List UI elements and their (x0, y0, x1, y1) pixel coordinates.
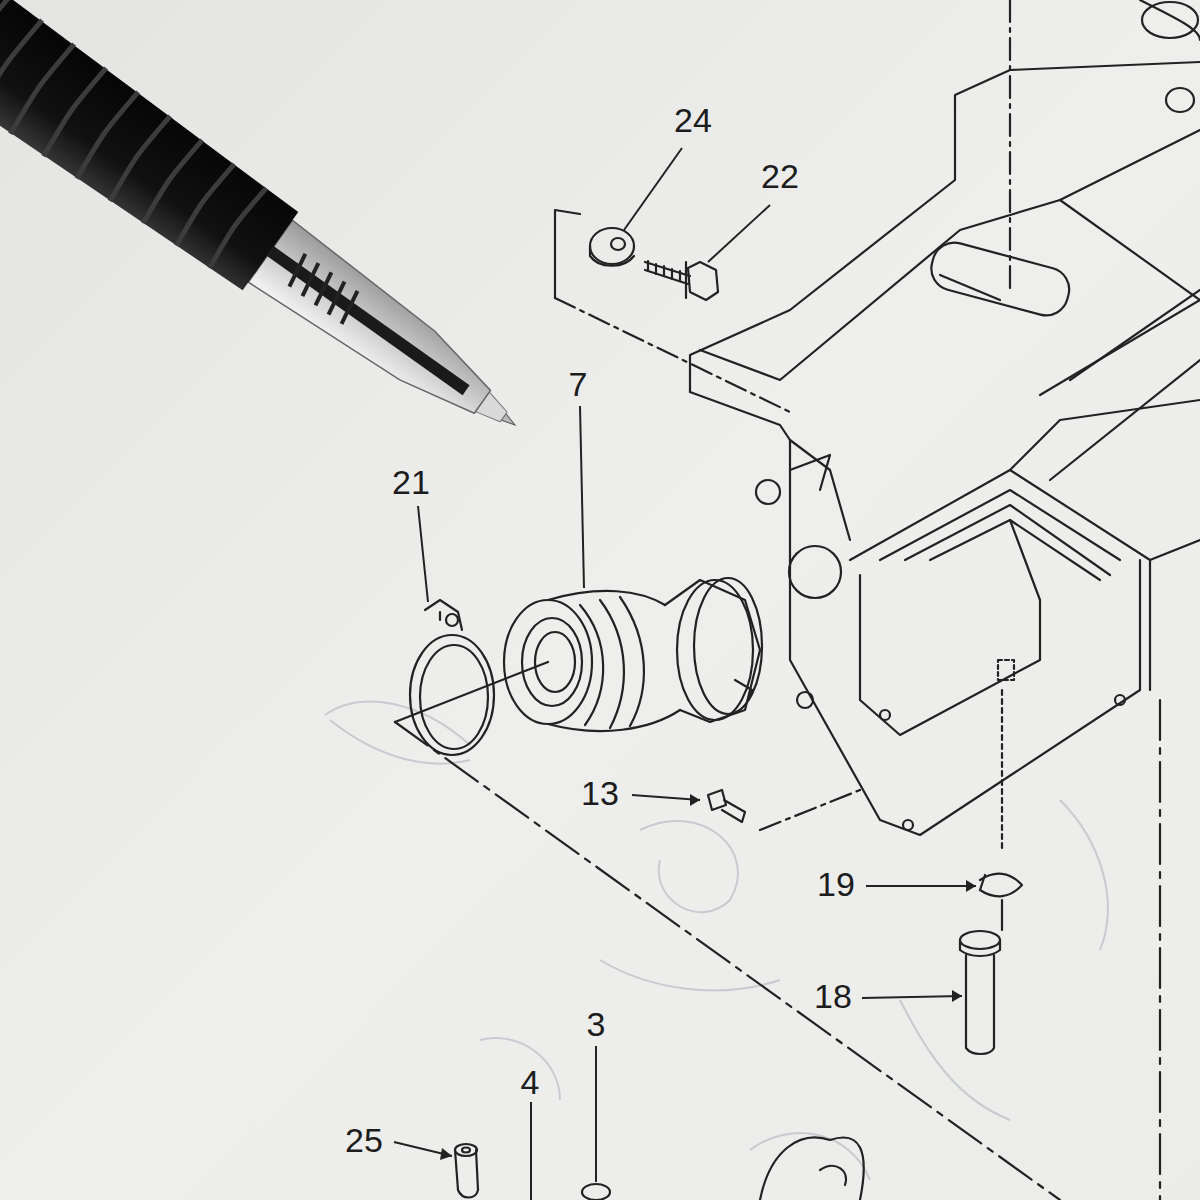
washer (582, 1184, 610, 1200)
bracket (555, 210, 580, 298)
bleed-through (325, 702, 1108, 1180)
center-line (395, 722, 1060, 1200)
frame (690, 62, 1200, 392)
pin (960, 931, 1000, 949)
callout-number: 25 (345, 1123, 383, 1157)
sleeve (455, 1150, 478, 1198)
callout-number: 22 (761, 159, 799, 193)
hole (789, 546, 841, 598)
arrowheads (440, 794, 976, 1160)
callout-slot: 19 (817, 867, 855, 901)
bolt (645, 262, 690, 284)
leader-line (862, 996, 962, 998)
slot (926, 238, 1074, 321)
callout-number: 18 (814, 979, 852, 1013)
callout-slot: 18 (814, 979, 852, 1013)
callout-number: 4 (521, 1065, 540, 1099)
callout-slot: 3 (587, 1007, 606, 1041)
washer (590, 228, 634, 264)
line-art (395, 0, 1200, 1200)
clip (980, 874, 1022, 897)
pen (0, 0, 549, 472)
leader-line (708, 205, 770, 262)
leader-line (595, 1046, 597, 1182)
leader-lines (394, 148, 976, 1200)
leader-line (418, 506, 428, 602)
leader-line (530, 1102, 532, 1200)
callout-number: 7 (569, 367, 588, 401)
leader-line (624, 148, 682, 230)
leader-line (632, 795, 700, 800)
callout-slot: 25 (345, 1123, 383, 1157)
callout-number: 21 (392, 465, 430, 499)
clamp (410, 635, 494, 755)
callout-number: 3 (587, 1007, 606, 1041)
callout-slot: 13 (581, 776, 619, 810)
callout-slot: 24 (674, 103, 712, 137)
leader-line (866, 885, 976, 887)
callout-number: 13 (581, 776, 619, 810)
callout-slot: 21 (392, 465, 430, 499)
center-line (555, 298, 790, 412)
callout-slot: 4 (521, 1065, 540, 1099)
callout-number: 19 (817, 867, 855, 901)
callout-slot: 22 (761, 159, 799, 193)
callout-number: 24 (674, 103, 712, 137)
leader-line (580, 406, 584, 588)
callout-slot: 7 (569, 367, 588, 401)
